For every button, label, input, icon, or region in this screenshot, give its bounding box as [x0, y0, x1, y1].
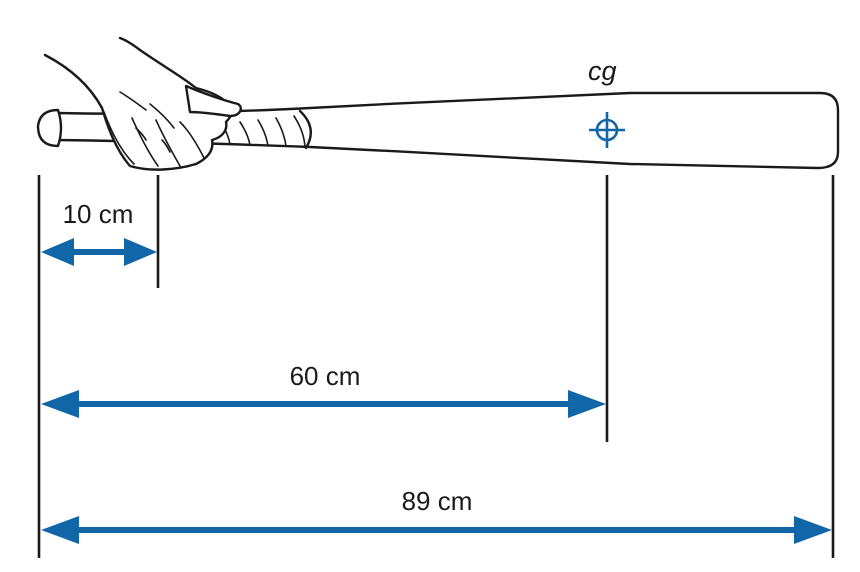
- bat-body: [56, 91, 840, 170]
- dimension-arrow-60cm: [41, 390, 606, 418]
- dimension-label-89cm: 89 cm: [402, 486, 473, 516]
- dimension-arrow-89cm: [41, 516, 832, 544]
- bat-knob: [36, 108, 63, 148]
- dimension-arrow-10cm: [41, 238, 157, 266]
- hand-thumb: [184, 84, 242, 118]
- cg-crosshair-icon: [589, 112, 625, 148]
- dimension-label-10cm: 10 cm: [63, 199, 134, 229]
- dimension-label-60cm: 60 cm: [290, 361, 361, 391]
- hand: [43, 36, 242, 171]
- cg-label: cg: [588, 56, 617, 86]
